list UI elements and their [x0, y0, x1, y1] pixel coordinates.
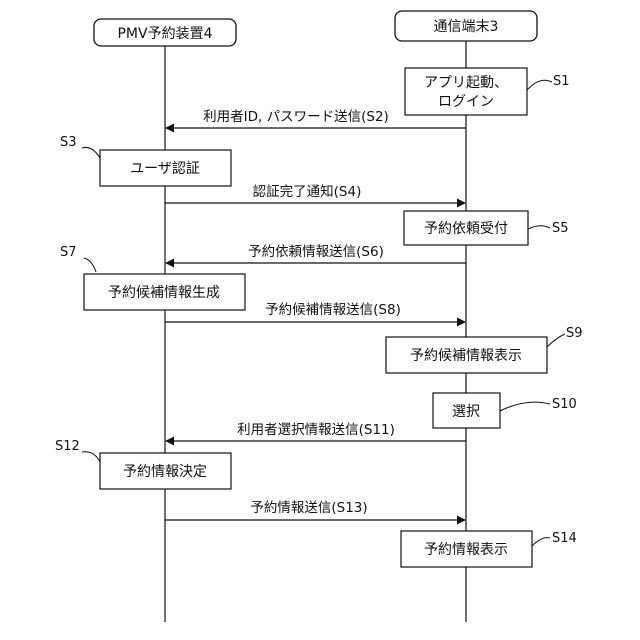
- s6-message-label: 予約依頼情報送信(S6): [248, 244, 384, 260]
- s9-box-label: 予約候補情報表示: [410, 348, 522, 364]
- s9-tag: S9: [566, 326, 583, 341]
- actor-pmv-reservation-device: PMV予約装置4: [94, 19, 236, 46]
- s5-tag: S5: [552, 221, 569, 236]
- s13-message-label: 予約情報送信(S13): [250, 500, 367, 516]
- s7-box-label: 予約候補情報生成: [108, 285, 220, 301]
- s14-tag: S14: [552, 531, 577, 546]
- s10-box-label: 選択: [452, 404, 480, 420]
- s12-box-label: 予約情報決定: [123, 464, 207, 480]
- actor-label-right: 通信端末3: [434, 19, 499, 35]
- step-s1-app-launch-login: アプリ起動、 ログイン S1: [405, 68, 570, 115]
- s8-message-label: 予約候補情報送信(S8): [265, 302, 401, 318]
- s3-box-label: ユーザ認証: [130, 161, 200, 177]
- step-s7-candidate-generation: S7 予約候補情報生成: [60, 245, 245, 310]
- step-s9-candidate-display: 予約候補情報表示 S9: [386, 326, 583, 373]
- message-s6: 予約依頼情報送信(S6): [166, 244, 466, 263]
- message-s11: 利用者選択情報送信(S11): [166, 422, 466, 441]
- step-s5-reservation-request: 予約依頼受付 S5: [404, 211, 569, 245]
- step-s3-user-authentication: S3 ユーザ認証: [60, 135, 231, 186]
- s10-tag: S10: [552, 397, 577, 412]
- s1-box-line1: アプリ起動、: [424, 75, 508, 91]
- s2-message-label: 利用者ID, パスワード送信(S2): [203, 109, 389, 125]
- s1-box-line2: ログイン: [438, 94, 494, 110]
- message-s13: 予約情報送信(S13): [165, 500, 465, 520]
- s12-tag: S12: [55, 439, 80, 454]
- s11-message-label: 利用者選択情報送信(S11): [237, 422, 395, 438]
- actor-communication-terminal: 通信端末3: [395, 11, 537, 41]
- s7-tag: S7: [60, 245, 77, 260]
- s3-tag: S3: [60, 135, 77, 150]
- s1-tag: S1: [553, 74, 570, 89]
- s4-message-label: 認証完了通知(S4): [253, 183, 362, 200]
- step-s14-reservation-display: 予約情報表示 S14: [401, 531, 577, 567]
- s5-box-label: 予約依頼受付: [424, 221, 508, 237]
- s14-box-label: 予約情報表示: [424, 542, 508, 558]
- step-s10-selection: 選択 S10: [433, 393, 577, 428]
- step-s12-reservation-decision: S12 予約情報決定: [55, 439, 231, 489]
- actor-label-left: PMV予約装置4: [117, 26, 212, 42]
